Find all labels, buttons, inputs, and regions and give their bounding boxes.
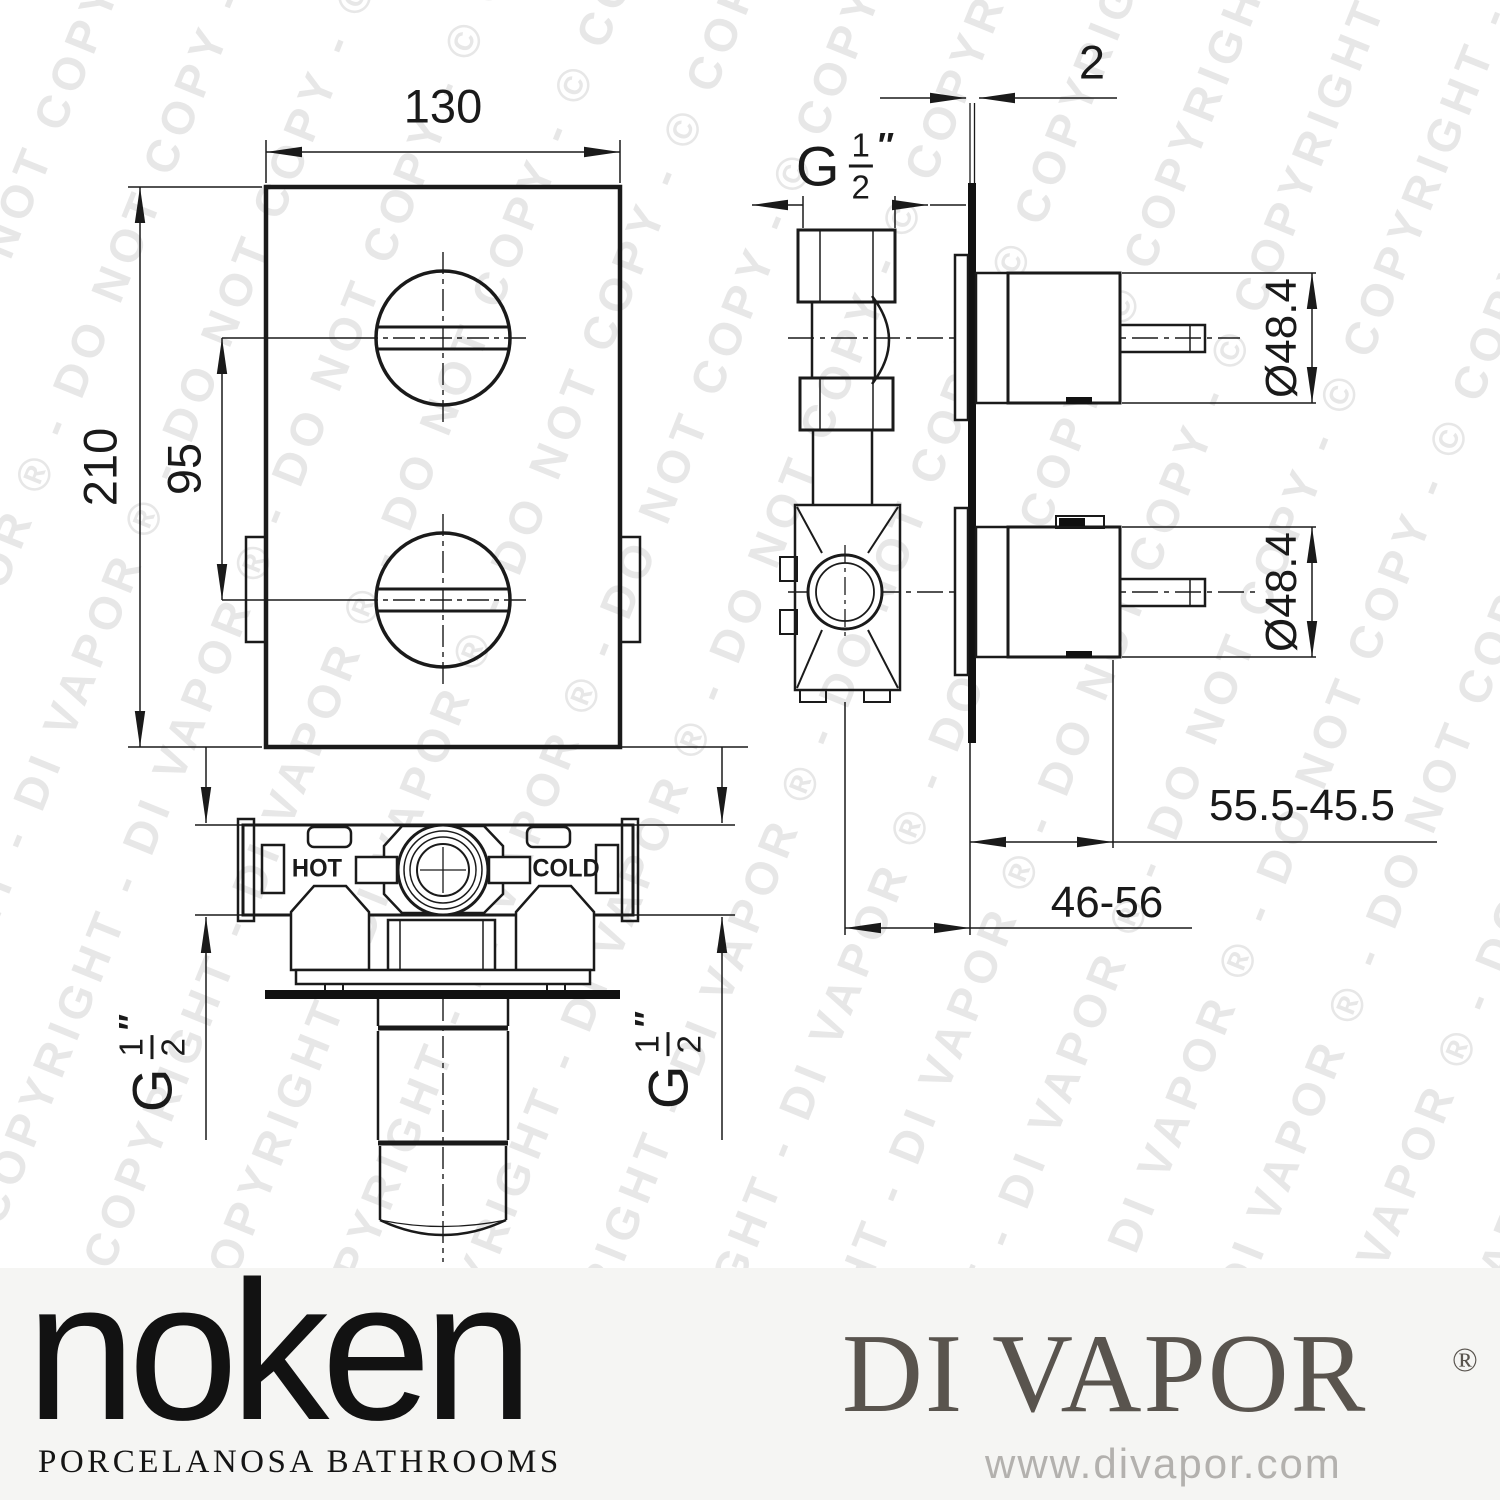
divapor-website-url: www.divapor.com	[985, 1440, 1342, 1487]
upper-knob-diameter-dimension: Ø48.4	[1257, 278, 1306, 398]
thread-g: G	[636, 1065, 699, 1110]
thread-g: G	[795, 134, 840, 197]
thread-denominator: 2	[154, 1038, 192, 1057]
cold-inlet-label: COLD	[532, 854, 600, 883]
thread-inch-mark: ″	[112, 1013, 151, 1031]
noken-subtitle: PORCELANOSA BATHROOMS	[38, 1444, 562, 1480]
front-width-dimension: 130	[403, 79, 483, 133]
thread-denominator: 2	[670, 1035, 708, 1054]
handle-depth-range-dimension: 55.5-45.5	[1209, 781, 1395, 830]
lower-knob-diameter-dimension: Ø48.4	[1257, 532, 1306, 652]
thread-numerator: 1	[629, 1032, 670, 1057]
thread-inch-mark: ″	[877, 126, 895, 165]
front-view	[128, 140, 642, 750]
divapor-logo: DI VAPOR	[842, 1312, 1368, 1436]
plan-view	[195, 746, 748, 1262]
front-height-dimension: 210	[73, 427, 127, 507]
hot-inlet-label: HOT	[291, 854, 343, 883]
plate-thickness-dimension: 2	[1078, 35, 1106, 89]
thread-inch-mark: ″	[628, 1010, 667, 1028]
thread-size-label-top: G 1 2 ″	[795, 126, 895, 206]
thread-g: G	[120, 1068, 183, 1113]
thread-size-label-right: G 1 2 ″	[628, 1010, 708, 1110]
thread-numerator: 1	[113, 1035, 154, 1060]
thread-size-label-left: G 1 2 ″	[112, 1013, 192, 1113]
thread-numerator: 1	[848, 129, 873, 168]
footer-band	[0, 1268, 1500, 1500]
valve-depth-range-dimension: 46-56	[1050, 878, 1164, 927]
noken-logo: noken	[26, 1240, 533, 1461]
thread-denominator: 2	[851, 168, 870, 206]
divapor-registered-mark: ®	[1452, 1342, 1478, 1379]
side-view	[752, 92, 1437, 935]
front-handle-spacing-dimension: 95	[157, 442, 211, 496]
